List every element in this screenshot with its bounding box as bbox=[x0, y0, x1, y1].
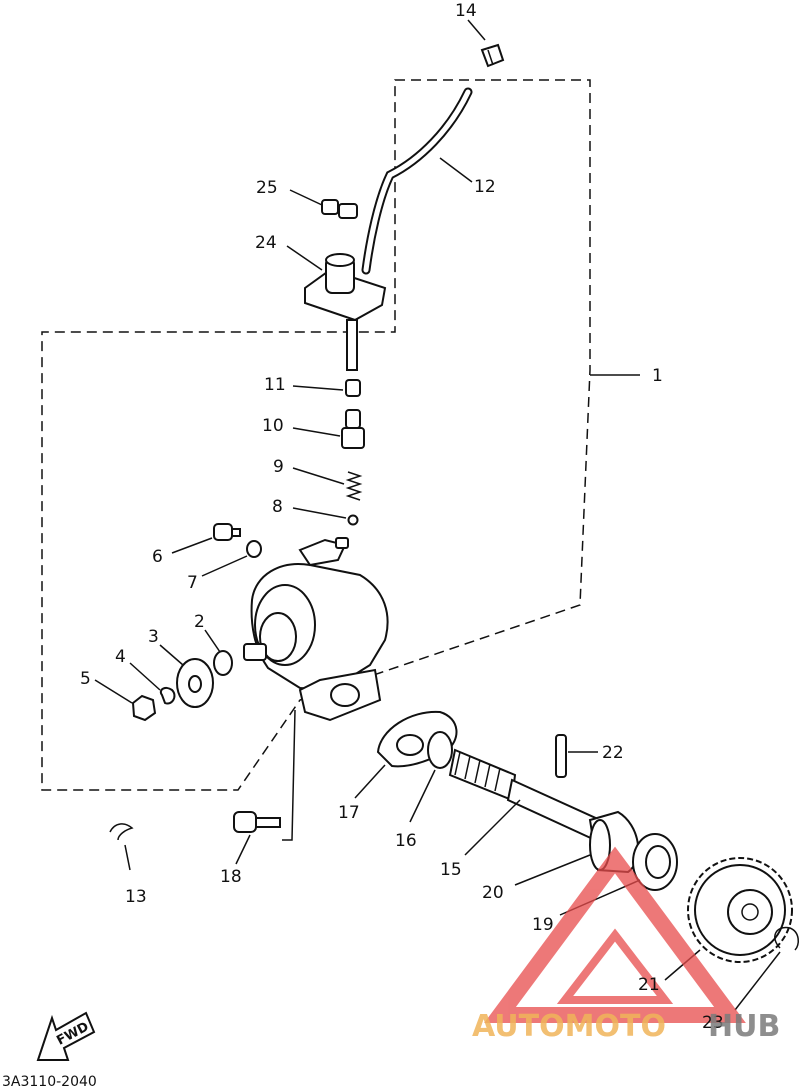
label-14: 14 bbox=[455, 1, 477, 21]
oil-inlet-pipe bbox=[346, 319, 358, 371]
leader-line-14 bbox=[467, 19, 486, 41]
part-7-washer bbox=[246, 540, 262, 558]
watermark-word-gray: HUB bbox=[708, 1009, 780, 1044]
leader-line-10 bbox=[292, 427, 341, 437]
part-6-screw bbox=[213, 523, 241, 541]
label-21: 21 bbox=[638, 975, 660, 995]
label-6: 6 bbox=[152, 547, 163, 567]
part-8-ball bbox=[347, 514, 359, 526]
watermark-word-colored: AUTOMOTO bbox=[472, 1009, 666, 1044]
label-16: 16 bbox=[395, 831, 417, 851]
label-24: 24 bbox=[255, 233, 277, 253]
part-4-lock-washer bbox=[159, 686, 176, 705]
leader-line-12 bbox=[439, 157, 473, 183]
part-21-gear bbox=[687, 857, 793, 963]
part-18-bolt bbox=[233, 811, 281, 833]
label-19: 19 bbox=[532, 915, 554, 935]
fwd-arrow-icon bbox=[36, 1011, 96, 1061]
leader-line-17 bbox=[354, 764, 386, 799]
leader-line-25 bbox=[289, 189, 323, 206]
watermark-triangle-logo bbox=[484, 846, 746, 1023]
leader-line-6 bbox=[171, 537, 213, 554]
label-13: 13 bbox=[125, 887, 147, 907]
assembly-boundary bbox=[41, 79, 591, 791]
leader-line-23 bbox=[734, 951, 781, 1011]
part-9-spring bbox=[345, 471, 363, 501]
label-12: 12 bbox=[474, 177, 496, 197]
label-15: 15 bbox=[440, 860, 462, 880]
part-number-labels: 1 2 3 4 5 6 7 8 9 10 11 12 13 14 15 16 1… bbox=[80, 1, 724, 1033]
label-17: 17 bbox=[338, 803, 360, 823]
part-3-plate bbox=[176, 658, 214, 708]
leader-line-4 bbox=[129, 662, 161, 691]
leader-line-18 bbox=[235, 834, 251, 865]
drawing-code: 3A3110-2040 bbox=[2, 1074, 97, 1089]
leader-line-13 bbox=[124, 844, 131, 871]
label-8: 8 bbox=[272, 497, 283, 517]
part-23-circlip bbox=[774, 926, 800, 951]
label-9: 9 bbox=[273, 457, 284, 477]
label-3: 3 bbox=[148, 627, 159, 647]
leader-line-9 bbox=[292, 467, 345, 485]
part-2-washer bbox=[213, 650, 233, 676]
part-25-hose-clip bbox=[321, 199, 358, 219]
part-13-clip bbox=[109, 823, 134, 841]
part-11-seal bbox=[345, 379, 361, 397]
label-2: 2 bbox=[194, 612, 205, 632]
label-23: 23 bbox=[702, 1013, 724, 1033]
label-5: 5 bbox=[80, 669, 91, 689]
leader-line-3 bbox=[159, 644, 184, 666]
oil-pump-body bbox=[243, 537, 389, 722]
leader-line-15 bbox=[464, 799, 521, 856]
label-25: 25 bbox=[256, 178, 278, 198]
leader-line-18b bbox=[282, 709, 296, 841]
part-16-o-ring bbox=[427, 731, 453, 769]
part-15-shaft bbox=[448, 748, 602, 842]
leader-line-5 bbox=[94, 679, 133, 704]
label-1: 1 bbox=[652, 366, 663, 386]
leader-line-8 bbox=[292, 507, 347, 519]
leader-line-11 bbox=[292, 385, 344, 391]
part-19-bearing bbox=[632, 833, 678, 891]
part-24-holder bbox=[304, 253, 387, 322]
leader-line-24 bbox=[286, 245, 323, 271]
leader-line-20 bbox=[514, 854, 591, 886]
part-10-valve-body bbox=[341, 409, 365, 449]
label-18: 18 bbox=[220, 867, 242, 887]
part-22-pin bbox=[555, 734, 567, 778]
label-11: 11 bbox=[264, 375, 286, 395]
label-22: 22 bbox=[602, 743, 624, 763]
label-4: 4 bbox=[115, 647, 126, 667]
leader-line-2 bbox=[204, 629, 221, 653]
part-14-cap bbox=[480, 43, 505, 68]
label-7: 7 bbox=[187, 573, 198, 593]
label-10: 10 bbox=[262, 416, 284, 436]
watermark-text: AUTOMOTO HUB bbox=[472, 1009, 780, 1044]
leader-line-16 bbox=[409, 769, 436, 823]
leader-line-7 bbox=[201, 555, 248, 577]
label-20: 20 bbox=[482, 883, 504, 903]
part-5-nut bbox=[131, 694, 157, 722]
